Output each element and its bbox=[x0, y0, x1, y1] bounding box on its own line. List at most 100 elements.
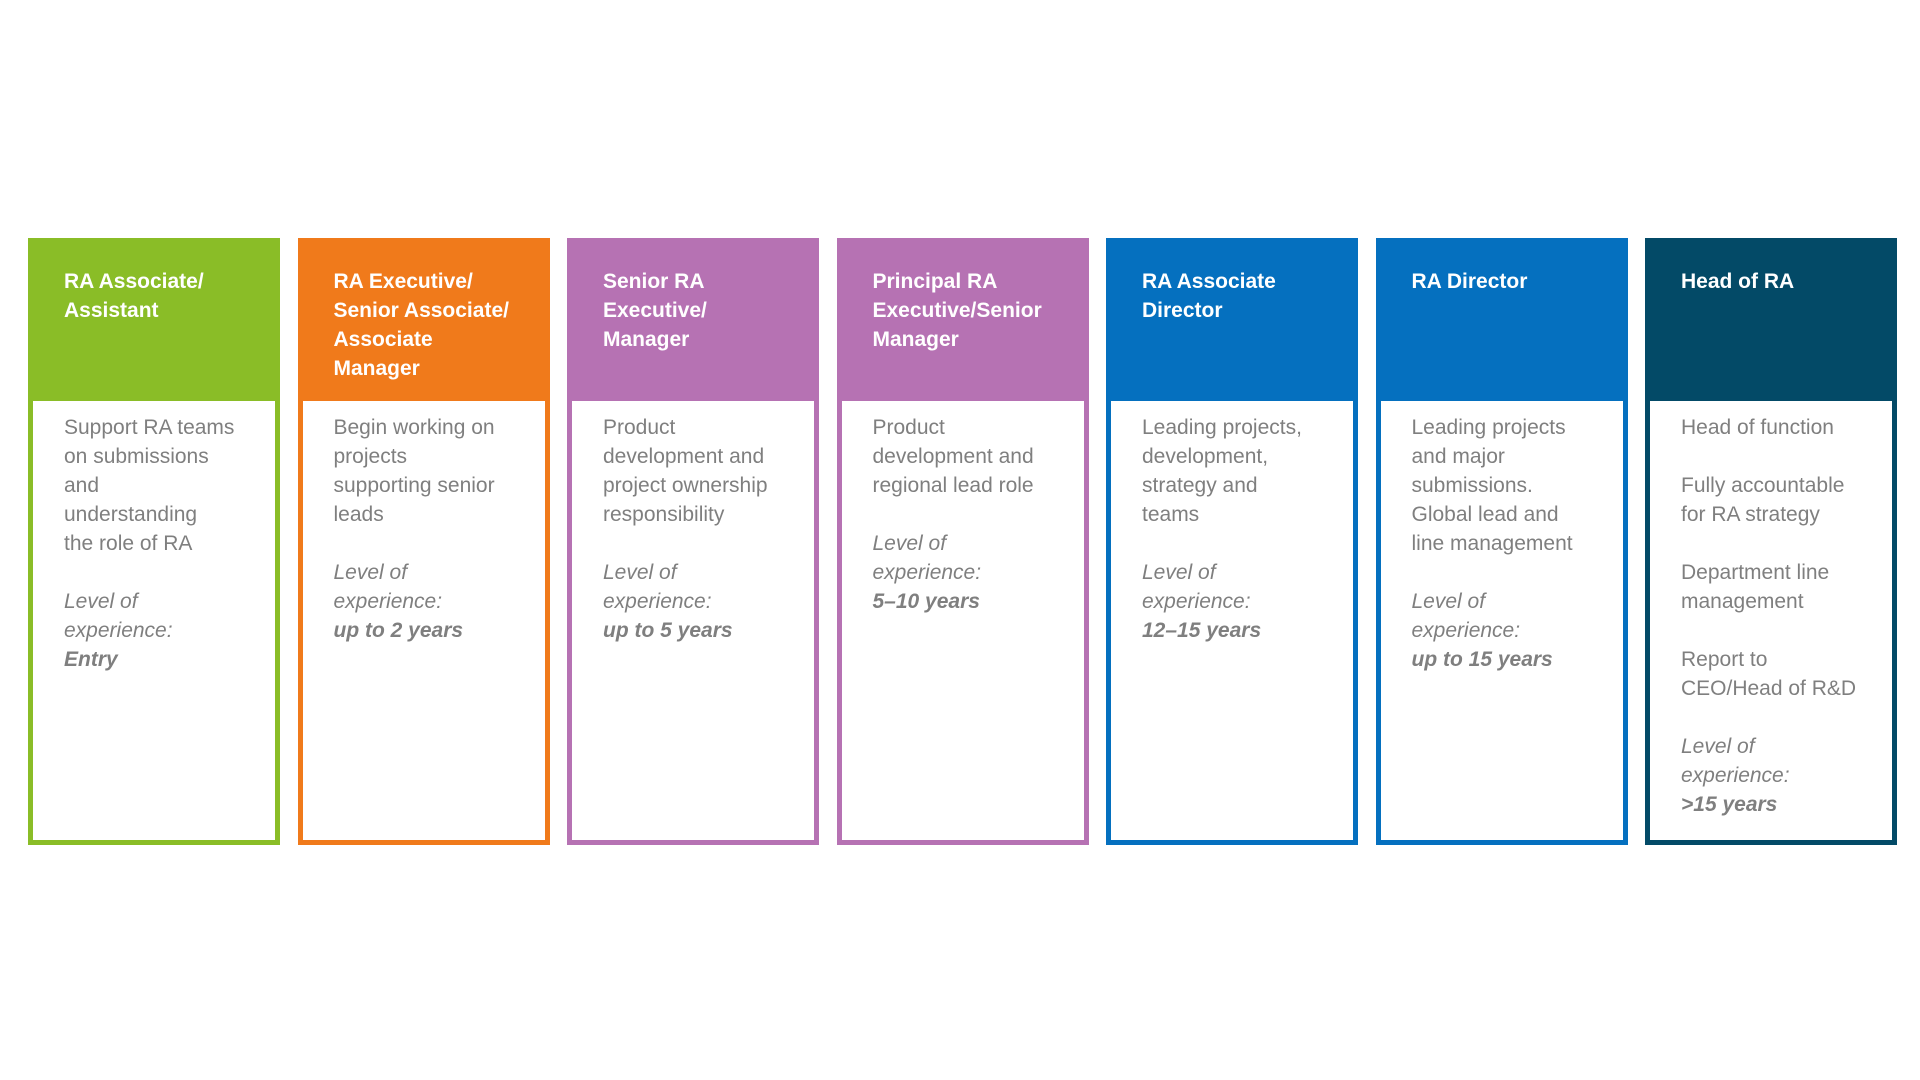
card-title: RA Director bbox=[1380, 243, 1623, 401]
experience-label: Level of bbox=[1142, 561, 1216, 584]
description-line: teams bbox=[1142, 503, 1200, 526]
description-paragraph: Product development and regional lead role bbox=[873, 413, 1070, 500]
description-line: and major bbox=[1411, 445, 1505, 468]
card-title-line: Executive/Senior bbox=[872, 299, 1042, 322]
experience-value: 5–10 years bbox=[872, 590, 980, 613]
description-line: understanding bbox=[64, 503, 198, 526]
description-line: supporting senior bbox=[333, 474, 495, 497]
card-title-line: Manager bbox=[333, 357, 420, 380]
description-paragraph: Begin working on projects supporting senio… bbox=[334, 413, 531, 529]
description-paragraph: Report to CEO/Head of R&D bbox=[1681, 645, 1878, 703]
card-description: Product development and regional lead role… bbox=[842, 401, 1084, 840]
description-line: Leading projects, bbox=[1142, 416, 1302, 439]
card-title-line: RA Associate/ bbox=[64, 270, 204, 293]
experience-label: Level of bbox=[872, 532, 947, 555]
card-description: Leading projects, development, strategy an… bbox=[1111, 401, 1353, 840]
experience-label: Level of bbox=[1411, 590, 1486, 613]
experience-label: experience: bbox=[333, 590, 443, 613]
experience-label: experience: bbox=[872, 561, 982, 584]
experience-value: Entry bbox=[64, 648, 118, 671]
card-title-line: Executive/ bbox=[603, 299, 707, 322]
card-description: Support RA teams on submissions and underst… bbox=[33, 401, 275, 840]
description-line: and bbox=[64, 474, 100, 497]
experience-value: up to 5 years bbox=[603, 619, 733, 642]
description-paragraph: Head of function bbox=[1681, 413, 1878, 442]
description-line: management bbox=[1681, 590, 1804, 613]
description-paragraph: Leading projects and major submissions. Glo… bbox=[1412, 413, 1609, 558]
card-title-line: Principal RA bbox=[872, 270, 998, 293]
experience-label: Level of bbox=[1681, 735, 1755, 758]
description-line: leads bbox=[333, 503, 384, 526]
description-paragraph: Department line management bbox=[1681, 558, 1878, 616]
description-line: project ownership bbox=[603, 474, 768, 497]
description-line: responsibility bbox=[603, 503, 725, 526]
card-title-line: Head of RA bbox=[1681, 270, 1795, 293]
description-line: development and bbox=[603, 445, 765, 468]
description-line: development, bbox=[1142, 445, 1269, 468]
experience-label: experience: bbox=[1411, 619, 1521, 642]
description-line: for RA strategy bbox=[1681, 503, 1820, 526]
experience-label: experience: bbox=[603, 590, 712, 613]
description-line: Product bbox=[872, 416, 945, 439]
description-paragraph: Support RA teams on submissions and underst… bbox=[64, 413, 261, 558]
card-title-line: Senior Associate/ bbox=[333, 299, 509, 322]
card-description: Leading projects and major submissions. Glo… bbox=[1381, 401, 1623, 840]
description-paragraph: Leading projects, development, strategy an… bbox=[1142, 413, 1339, 529]
description-line: Begin working on bbox=[333, 416, 495, 439]
card-title-line: RA Director bbox=[1411, 270, 1528, 293]
card-description: Begin working on projects supporting senio… bbox=[303, 401, 545, 840]
experience-label: experience: bbox=[64, 619, 173, 642]
card-description: Product development and project ownership r… bbox=[572, 401, 814, 840]
description-line: the role of RA bbox=[64, 532, 193, 555]
experience-value: >15 years bbox=[1681, 793, 1778, 816]
card-title: RA Associate/Assistant bbox=[33, 243, 275, 401]
card-title-line: RA Executive/ bbox=[333, 270, 473, 293]
experience-value: 12–15 years bbox=[1142, 619, 1262, 642]
card-title-line: RA Associate bbox=[1142, 270, 1276, 293]
description-line: regional lead role bbox=[872, 474, 1034, 497]
description-line: Support RA teams bbox=[64, 416, 235, 439]
description-line: strategy and bbox=[1142, 474, 1258, 497]
description-line: Leading projects bbox=[1411, 416, 1566, 439]
card-title-line: Manager bbox=[872, 328, 959, 351]
description-paragraph: Fully accountable for RA strategy bbox=[1681, 471, 1878, 529]
description-line: Department line bbox=[1681, 561, 1830, 584]
experience-value: up to 15 years bbox=[1411, 648, 1553, 671]
card-title-line: Director bbox=[1142, 299, 1223, 322]
experience-label: Level of bbox=[64, 590, 138, 613]
experience-value: up to 2 years bbox=[333, 619, 464, 642]
description-line: submissions. bbox=[1411, 474, 1533, 497]
description-line: Head of function bbox=[1681, 416, 1834, 439]
description-line: development and bbox=[872, 445, 1034, 468]
description-paragraph: Product development and project ownership r… bbox=[603, 413, 800, 529]
card-title-line: Associate bbox=[333, 328, 433, 351]
experience-label: experience: bbox=[1142, 590, 1251, 613]
description-line: Report to bbox=[1681, 648, 1768, 671]
card-title-line: Assistant bbox=[64, 299, 159, 322]
card-title: Head of RA bbox=[1650, 243, 1892, 401]
description-line: on submissions bbox=[64, 445, 209, 468]
experience-label: Level of bbox=[603, 561, 677, 584]
experience-label: experience: bbox=[1681, 764, 1790, 787]
description-line: projects bbox=[333, 445, 408, 468]
description-line: Fully accountable bbox=[1681, 474, 1845, 497]
card-title-line: Senior RA bbox=[603, 270, 705, 293]
description-line: CEO/Head of R&D bbox=[1681, 677, 1857, 700]
description-line: line management bbox=[1411, 532, 1573, 555]
description-line: Product bbox=[603, 416, 676, 439]
experience-label: Level of bbox=[333, 561, 408, 584]
description-line: Global lead and bbox=[1411, 503, 1559, 526]
